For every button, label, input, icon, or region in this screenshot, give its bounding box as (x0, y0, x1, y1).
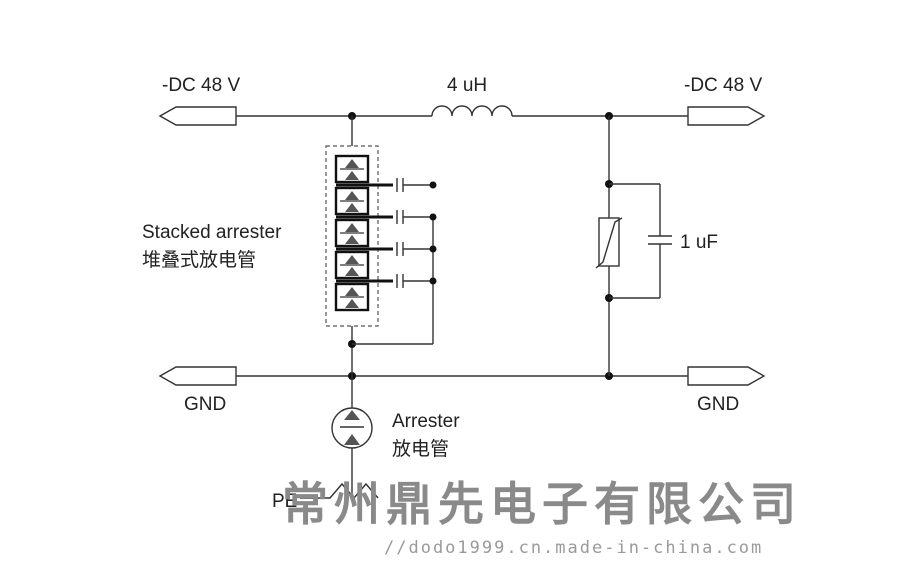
gnd-connector-left (158, 366, 237, 386)
stack-cells (334, 154, 437, 312)
input-connector-left (158, 106, 237, 126)
label-pe: PE (272, 491, 297, 512)
pe-arrester (300, 376, 379, 500)
label-gnd-right: GND (697, 394, 739, 415)
top-rail (158, 105, 766, 126)
label-output-voltage: -DC 48 V (684, 75, 762, 96)
label-capacitor: 1 uF (680, 232, 718, 253)
output-connector-right (687, 106, 766, 126)
label-input-voltage: -DC 48 V (162, 75, 240, 96)
label-arrester-en: Arrester (392, 411, 460, 432)
label-stacked-arrester-en: Stacked arrester (142, 222, 282, 243)
pe-ground-symbol (300, 482, 379, 500)
gnd-rail (158, 366, 766, 386)
label-inductor: 4 uH (447, 75, 487, 96)
gnd-connector-right (687, 366, 766, 386)
label-gnd-left: GND (184, 394, 226, 415)
label-stacked-arrester-cn: 堆叠式放电管 (142, 249, 256, 271)
label-arrester-cn: 放电管 (392, 438, 449, 460)
inductor-4uH (431, 105, 513, 117)
watermark-url: //dodo1999.cn.made-in-china.com (384, 538, 763, 558)
varistor-capacitor-branch (595, 116, 672, 376)
watermark-company: 常州鼎先电子有限公司 (282, 477, 802, 531)
